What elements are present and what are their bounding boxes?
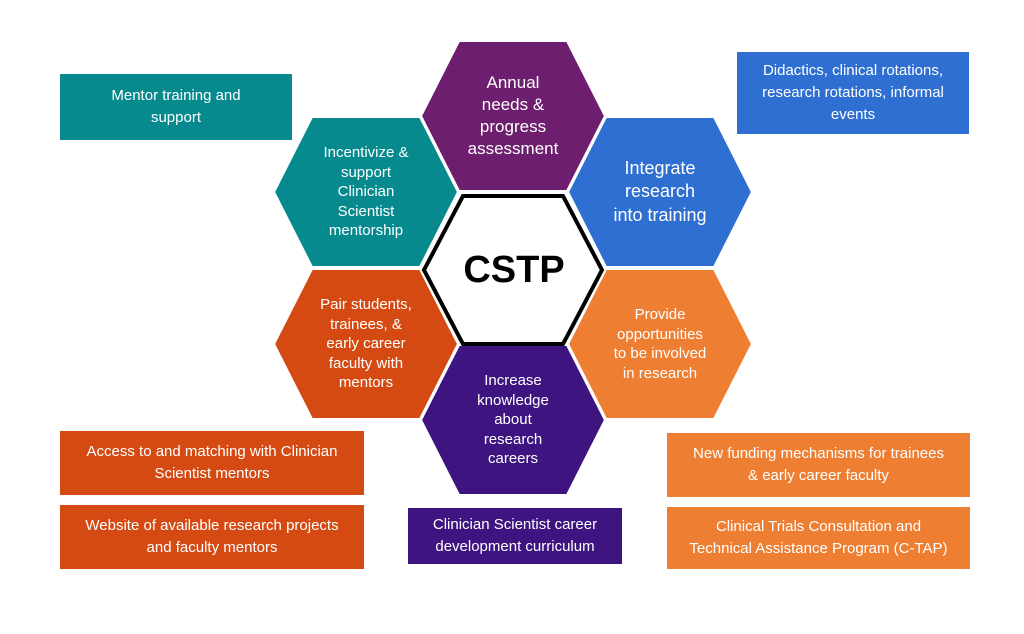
hex-upper-left-label: Incentivize & support Clinician Scientis… <box>323 144 409 240</box>
hex-upper-right <box>566 116 754 268</box>
hex-lower-right <box>566 268 754 420</box>
hex-lower-right-label: Provide opportunities to be involved in … <box>613 306 707 382</box>
hex-lower-left <box>272 268 460 420</box>
hex-bottom <box>419 344 607 496</box>
access-matching-box: Access to and matching with Clinician Sc… <box>60 431 364 495</box>
ctap-box: Clinical Trials Consultation and Technic… <box>667 507 970 569</box>
hex-center <box>421 194 605 346</box>
hex-top <box>419 40 607 192</box>
funding-mechanisms-box: New funding mechanisms for trainees & ea… <box>667 433 970 497</box>
mentor-training-box: Mentor training and support <box>60 74 292 140</box>
hex-lower-left-label: Pair students, trainees, & early career … <box>320 296 412 392</box>
career-curriculum-box: Clinician Scientist career development c… <box>408 508 622 564</box>
didactics-box: Didactics, clinical rotations, research … <box>737 52 969 134</box>
hex-upper-right-label: Integrate research into training <box>613 157 707 225</box>
center-label: CSTP <box>463 248 565 291</box>
hex-upper-left <box>272 116 460 268</box>
hex-top-label: Annual needs & progress assessment <box>467 72 559 159</box>
website-projects-box: Website of available research projects a… <box>60 505 364 569</box>
hex-bottom-label: Increase knowledge about research career… <box>477 372 549 468</box>
